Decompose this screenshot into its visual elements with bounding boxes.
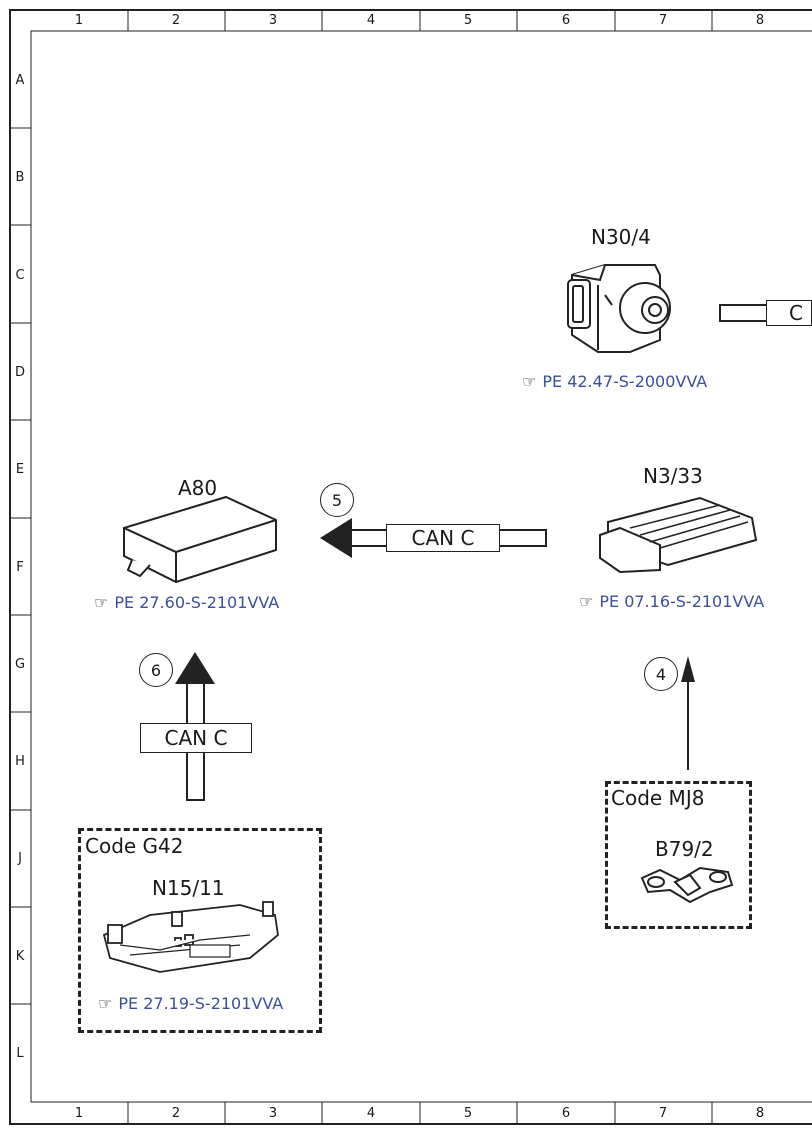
step-6-marker: 6 <box>139 653 173 687</box>
row-label-F: F <box>16 560 24 575</box>
can-c-tag-right-partial: C <box>766 300 812 326</box>
b79-2-device-image <box>640 866 734 904</box>
code-g42-label: Code G42 <box>85 834 184 858</box>
row-label-D: D <box>14 365 25 380</box>
a80-reference-text: PE 27.60-S-2101VVA <box>114 593 280 612</box>
n15-11-reference-link[interactable]: ☞ PE 27.19-S-2101VVA <box>98 994 283 1013</box>
column-label-top-5: 5 <box>463 13 473 28</box>
row-label-L: L <box>16 1046 24 1061</box>
pointing-hand-icon: ☞ <box>98 994 113 1013</box>
n15-11-reference-text: PE 27.19-S-2101VVA <box>118 994 284 1013</box>
column-label-bottom-6: 6 <box>561 1106 571 1121</box>
row-label-J: J <box>18 851 22 866</box>
row-label-K: K <box>15 949 25 964</box>
pointing-hand-icon: ☞ <box>522 372 537 391</box>
step-4-marker: 4 <box>644 657 678 691</box>
column-label-top-4: 4 <box>366 13 376 28</box>
n30-4-reference-link[interactable]: ☞ PE 42.47-S-2000VVA <box>522 372 707 391</box>
signal-arrow <box>681 656 695 770</box>
row-label-C: C <box>15 268 25 283</box>
n3-33-reference-text: PE 07.16-S-2101VVA <box>599 592 765 611</box>
column-label-bottom-3: 3 <box>268 1106 278 1121</box>
row-label-B: B <box>15 170 25 185</box>
row-label-A: A <box>15 73 25 88</box>
a80-label: A80 <box>178 476 218 500</box>
n15-11-device-image <box>102 901 279 973</box>
n3-33-label: N3/33 <box>643 464 703 488</box>
can-c-tag-horizontal: CAN C <box>386 524 500 552</box>
column-label-top-1: 1 <box>74 13 84 28</box>
column-label-top-2: 2 <box>171 13 181 28</box>
code-mj8-label: Code MJ8 <box>611 786 705 810</box>
column-label-top-8: 8 <box>755 13 765 28</box>
code-g42-box <box>78 828 322 1033</box>
row-label-G: G <box>14 657 26 672</box>
column-label-top-6: 6 <box>561 13 571 28</box>
column-label-top-3: 3 <box>268 13 278 28</box>
n30-4-device-image <box>567 264 671 353</box>
n3-33-device-image <box>599 496 758 574</box>
n3-33-reference-link[interactable]: ☞ PE 07.16-S-2101VVA <box>579 592 764 611</box>
n30-4-label: N30/4 <box>591 225 651 249</box>
column-label-bottom-8: 8 <box>755 1106 765 1121</box>
b79-2-label: B79/2 <box>655 837 714 861</box>
pointing-hand-icon: ☞ <box>94 593 109 612</box>
column-label-top-7: 7 <box>658 13 668 28</box>
step-5-marker: 5 <box>320 483 354 517</box>
column-label-bottom-4: 4 <box>366 1106 376 1121</box>
n30-4-reference-text: PE 42.47-S-2000VVA <box>542 372 708 391</box>
a80-reference-link[interactable]: ☞ PE 27.60-S-2101VVA <box>94 593 279 612</box>
pointing-hand-icon: ☞ <box>579 592 594 611</box>
column-label-bottom-7: 7 <box>658 1106 668 1121</box>
a80-device-image <box>123 495 277 584</box>
column-label-bottom-1: 1 <box>74 1106 84 1121</box>
code-mj8-box <box>605 781 752 929</box>
can-c-tag-vertical: CAN C <box>140 723 252 753</box>
row-label-E: E <box>15 462 25 477</box>
column-label-bottom-2: 2 <box>171 1106 181 1121</box>
column-label-bottom-5: 5 <box>463 1106 473 1121</box>
n15-11-label: N15/11 <box>152 876 225 900</box>
row-label-H: H <box>15 754 25 769</box>
